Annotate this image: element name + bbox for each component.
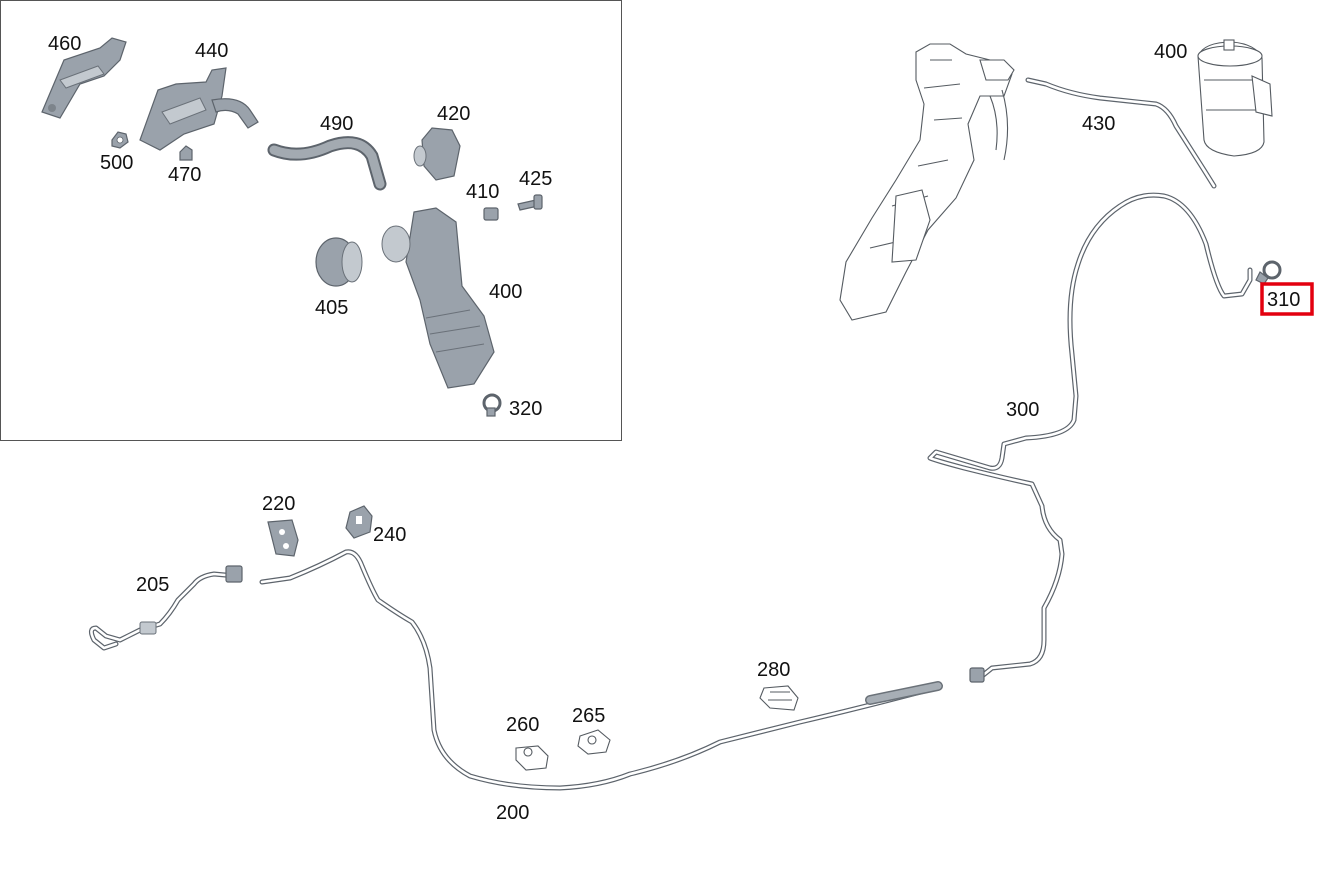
clip-260[interactable]	[515, 745, 549, 771]
pump-420[interactable]	[413, 127, 461, 181]
label-460: 460	[48, 33, 81, 55]
label-280: 280	[757, 659, 790, 681]
filler-neck-assembly[interactable]	[839, 43, 1015, 321]
holder-220[interactable]	[267, 519, 299, 557]
holder-280[interactable]	[759, 685, 799, 711]
clip-265[interactable]	[577, 729, 611, 755]
hose-490[interactable]	[267, 136, 387, 191]
label-405: 405	[315, 297, 348, 319]
bracket-460[interactable]	[41, 37, 127, 119]
label-490: 490	[320, 113, 353, 135]
label-410: 410	[466, 181, 499, 203]
clamp-320[interactable]	[482, 393, 502, 417]
label-470: 470	[168, 164, 201, 186]
highlight-box-310	[1260, 282, 1314, 316]
bracket-440[interactable]	[139, 67, 259, 151]
canister-400-inset[interactable]	[381, 207, 495, 389]
label-425: 425	[519, 168, 552, 190]
label-430: 430	[1082, 113, 1115, 135]
label-440: 440	[195, 40, 228, 62]
nut-500[interactable]	[111, 131, 129, 149]
label-220: 220	[262, 493, 295, 515]
holder-240[interactable]	[345, 505, 373, 539]
label-500: 500	[100, 152, 133, 174]
fuel-line-200[interactable]	[259, 549, 943, 791]
label-310: 310	[1267, 289, 1300, 311]
label-400-inset: 400	[489, 281, 522, 303]
label-400-main: 400	[1154, 41, 1187, 63]
fuel-line-205[interactable]	[88, 565, 243, 651]
vent-line-430[interactable]	[1025, 77, 1217, 189]
detail-inset-frame	[0, 0, 622, 441]
clamp-310[interactable]	[1255, 260, 1282, 285]
fuel-line-300[interactable]	[927, 192, 1253, 683]
label-265: 265	[572, 705, 605, 727]
sleeve-410[interactable]	[483, 207, 499, 221]
label-200: 200	[496, 802, 529, 824]
grommet-470[interactable]	[179, 145, 193, 161]
canister-400-main[interactable]	[1197, 39, 1273, 157]
bolt-425[interactable]	[517, 194, 543, 211]
filter-405[interactable]	[315, 237, 363, 287]
label-260: 260	[506, 714, 539, 736]
label-240: 240	[373, 524, 406, 546]
label-300: 300	[1006, 399, 1039, 421]
label-420: 420	[437, 103, 470, 125]
label-320: 320	[509, 398, 542, 420]
label-205: 205	[136, 574, 169, 596]
